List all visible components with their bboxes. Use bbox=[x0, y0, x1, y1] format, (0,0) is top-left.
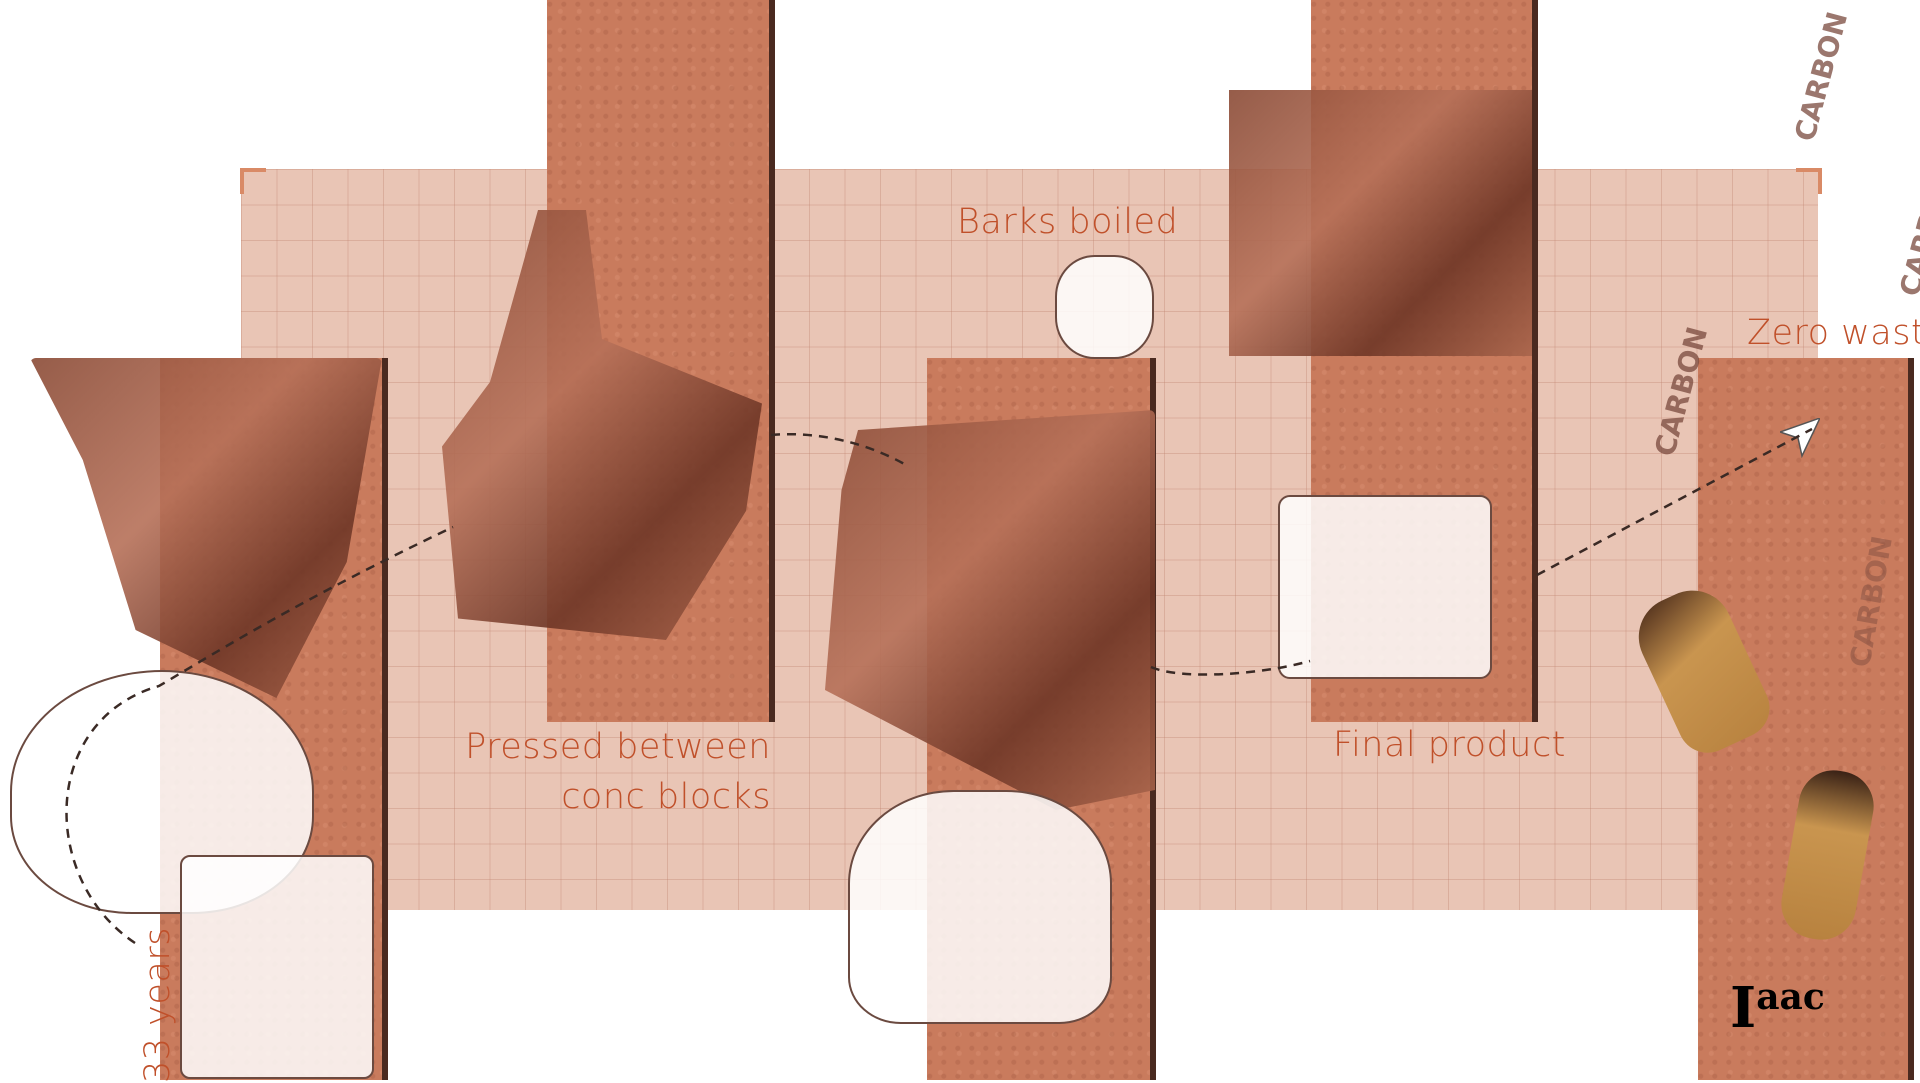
label-barks-boiled: Barks boiled bbox=[957, 202, 1179, 242]
worker-processing-cork-photo bbox=[1229, 90, 1532, 356]
boiling-pot-sketch bbox=[848, 790, 1112, 1024]
corner-bracket-right bbox=[1796, 168, 1822, 194]
packaged-products-sketch bbox=[1278, 495, 1492, 679]
corner-bracket-left bbox=[240, 168, 266, 194]
flow-line bbox=[65, 427, 1813, 945]
label-33-years: 33 years bbox=[137, 927, 178, 1083]
paper-plane-icon bbox=[1777, 416, 1822, 459]
label-final-product: Final product bbox=[1333, 725, 1566, 765]
farmer-with-wheelbarrow-sketch bbox=[180, 855, 374, 1079]
label-pressed-line2: conc blocks bbox=[561, 777, 771, 817]
label-zero-waste: Zero waste bbox=[1747, 313, 1920, 353]
label-pressed-line1: Pressed between bbox=[465, 727, 771, 767]
iaac-logo: Iaac bbox=[1730, 975, 1825, 1041]
child-sketch bbox=[1055, 255, 1154, 359]
